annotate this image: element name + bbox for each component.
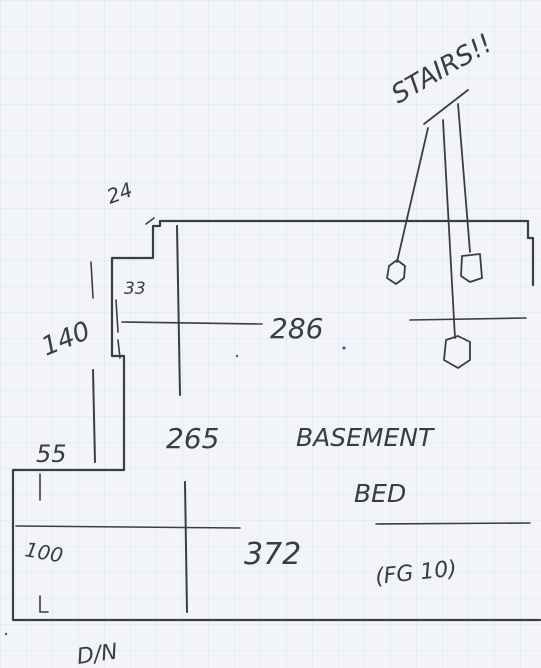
room-name-line1: BASEMENT (296, 423, 435, 452)
dim-33: 33 (124, 279, 146, 299)
dim-tick-33 (90, 261, 94, 299)
dim-24: 24 (104, 177, 136, 208)
dim-100: 100 (23, 537, 65, 567)
dim-tick-100 (39, 595, 49, 613)
stair-post-icon (386, 259, 406, 285)
left-step-wall (11, 224, 541, 622)
dimension-lines (15, 217, 531, 613)
dim-140: 140 (37, 316, 94, 362)
dim-286: 286 (270, 312, 323, 345)
room-note: (FG 10) (374, 557, 458, 590)
upper-wall-outline (151, 219, 535, 287)
room-walls (11, 219, 541, 622)
stairs-arrow-3 (457, 103, 471, 253)
pencil-dot (4, 632, 8, 636)
stairs-pointer (386, 89, 483, 369)
pencil-dot (342, 346, 346, 350)
room-name-line2: BED (354, 479, 406, 508)
dim-line-286-right (409, 317, 527, 321)
stairs-arrow-2 (442, 119, 456, 339)
dim-tick-24 (145, 217, 155, 225)
dim-372: 372 (244, 537, 301, 572)
stairs-note: STAIRS!! (387, 29, 498, 110)
corner-note: D/N (75, 640, 119, 668)
dim-55: 55 (36, 440, 67, 468)
stair-post-icon (460, 253, 483, 283)
stair-post-icon (443, 335, 471, 369)
sketch-labels: STAIRS!! 24 33 140 286 265 BASEMENT BED … (23, 29, 497, 668)
dim-tick-140 (115, 299, 119, 333)
dim-tick-140-lower (117, 339, 121, 359)
dim-line-372-right (375, 522, 531, 525)
inner-wall-vertical (176, 225, 181, 396)
stairs-arrow-1 (396, 127, 429, 263)
lower-partition (184, 481, 188, 613)
left-pillar-line (92, 369, 96, 463)
pencil-dot (235, 354, 239, 358)
dim-line-372-left (15, 525, 241, 529)
stairs-underline (423, 89, 469, 125)
pencil-dots (4, 346, 346, 636)
dim-265: 265 (166, 422, 219, 455)
dim-line-286-left (121, 321, 263, 325)
